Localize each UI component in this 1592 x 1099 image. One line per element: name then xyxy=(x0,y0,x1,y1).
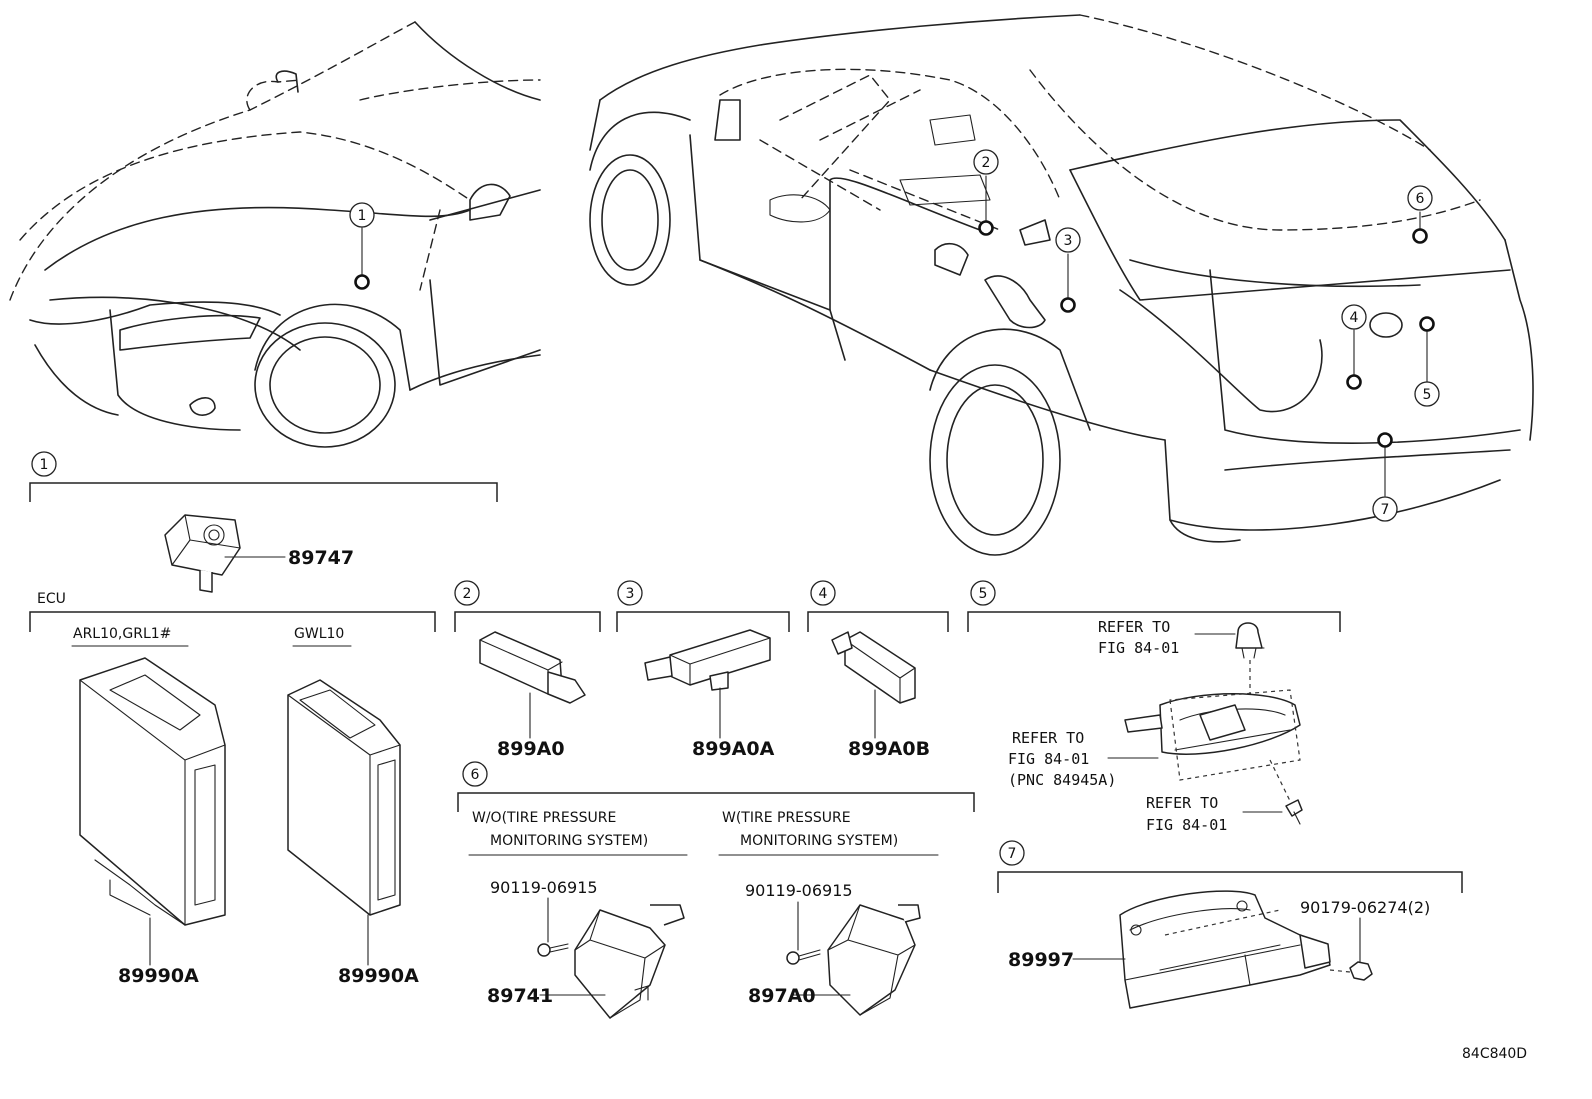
callout-circles: 1 2 3 4 5 6 7 xyxy=(349,149,1440,522)
ecu-section: ECU ARL10,GRL1# GWL10 89990A 89990A xyxy=(29,591,436,987)
part-number-89741: 89741 xyxy=(487,985,553,1007)
section-6-callout: 6 xyxy=(471,767,480,783)
part-897a0-receiver-illustration xyxy=(827,904,921,1016)
part-899a0a-antenna-illustration xyxy=(644,629,771,691)
section-6-w-line-2: MONITORING SYSTEM) xyxy=(740,833,898,849)
location-point-5 xyxy=(1419,316,1435,332)
part-899a0b-antenna-illustration xyxy=(831,631,916,704)
section-3: 3 899A0A xyxy=(616,580,790,760)
section-6-wo-line-1: W/O(TIRE PRESSURE xyxy=(472,810,616,826)
section-5-ref-1-line-2: FIG 84-01 xyxy=(1098,639,1179,657)
part-number-89990a-ecu-a: 89990A xyxy=(118,965,199,987)
section-5-clip-illustration xyxy=(1235,622,1265,659)
part-number-899a0: 899A0 xyxy=(497,738,565,760)
section-7: 7 90179-06274(2) 89997 xyxy=(997,840,1463,1009)
front-vehicle-illustration xyxy=(9,21,541,448)
section-4: 4 899A0B xyxy=(807,580,949,760)
callout-5-vehicle: 5 xyxy=(1423,387,1432,403)
section-6: 6 W/O(TIRE PRESSURE MONITORING SYSTEM) W… xyxy=(457,761,975,1019)
rear-vehicle-illustration xyxy=(589,14,1534,556)
section-5-ref-2-line-1: REFER TO xyxy=(1012,729,1084,747)
diagram-code: 84C840D xyxy=(1462,1046,1527,1062)
ecu-b-illustration xyxy=(287,679,401,916)
section-5-screw-icon xyxy=(1285,799,1303,825)
section-2-callout: 2 xyxy=(463,586,472,602)
ecu-a-illustration xyxy=(79,657,226,926)
nut-icon xyxy=(1349,961,1373,981)
part-89741-receiver-illustration xyxy=(574,904,685,1019)
section-6-wo-line-2: MONITORING SYSTEM) xyxy=(490,833,648,849)
section-5: 5 REFER TO FIG 84-01 REFER TO FIG 84-01 … xyxy=(967,580,1341,834)
section-5-ref-3-line-1: REFER TO xyxy=(1146,794,1218,812)
location-point-7 xyxy=(1377,432,1393,448)
section-5-ref-2-line-2: FIG 84-01 xyxy=(1008,750,1089,768)
nut-number-90179-06274: 90179-06274(2) xyxy=(1300,898,1430,917)
location-markers xyxy=(354,175,1435,497)
callout-2-vehicle: 2 xyxy=(982,155,991,171)
part-number-89747: 89747 xyxy=(288,547,354,569)
section-7-callout: 7 xyxy=(1008,846,1017,862)
location-point-1 xyxy=(354,274,370,290)
ecu-label: ECU xyxy=(37,591,66,607)
part-number-89990a-ecu-b: 89990A xyxy=(338,965,419,987)
location-point-4 xyxy=(1346,374,1362,390)
section-3-callout: 3 xyxy=(626,586,635,602)
location-point-3 xyxy=(1060,297,1076,313)
location-point-6 xyxy=(1412,228,1428,244)
section-6-w-line-1: W(TIRE PRESSURE xyxy=(722,810,851,826)
bolt-number-90119-06915-b: 90119-06915 xyxy=(745,881,853,900)
ecu-variant-b-label: GWL10 xyxy=(294,626,344,642)
section-2: 2 899A0 xyxy=(454,580,601,760)
part-89747-sensor-illustration xyxy=(164,514,241,593)
section-5-ref-2-line-3: (PNC 84945A) xyxy=(1008,771,1116,789)
section-1: 1 89747 xyxy=(29,451,498,593)
location-point-2 xyxy=(978,220,994,236)
part-899a0-antenna-illustration xyxy=(479,631,586,704)
section-1-callout: 1 xyxy=(40,457,49,473)
section-5-handle-assembly-illustration xyxy=(1124,689,1301,781)
callout-1-vehicle: 1 xyxy=(358,208,367,224)
part-number-899a0a: 899A0A xyxy=(692,738,775,760)
section-5-ref-1-line-1: REFER TO xyxy=(1098,618,1170,636)
part-89997-bracket-illustration xyxy=(1119,890,1331,1009)
part-number-899a0b: 899A0B xyxy=(848,738,930,760)
callout-7-vehicle: 7 xyxy=(1381,502,1390,518)
section-5-callout: 5 xyxy=(979,586,988,602)
section-4-callout: 4 xyxy=(819,586,828,602)
bolt-b-icon xyxy=(786,949,821,965)
callout-3-vehicle: 3 xyxy=(1064,233,1073,249)
callout-6-vehicle: 6 xyxy=(1416,191,1425,207)
bolt-number-90119-06915-a: 90119-06915 xyxy=(490,878,598,897)
part-number-89997: 89997 xyxy=(1008,949,1074,971)
section-5-ref-3-line-2: FIG 84-01 xyxy=(1146,816,1227,834)
ecu-variant-a-label: ARL10,GRL1# xyxy=(73,626,171,642)
bolt-a-icon xyxy=(537,943,569,957)
callout-4-vehicle: 4 xyxy=(1350,310,1359,326)
part-number-897a0: 897A0 xyxy=(748,985,816,1007)
